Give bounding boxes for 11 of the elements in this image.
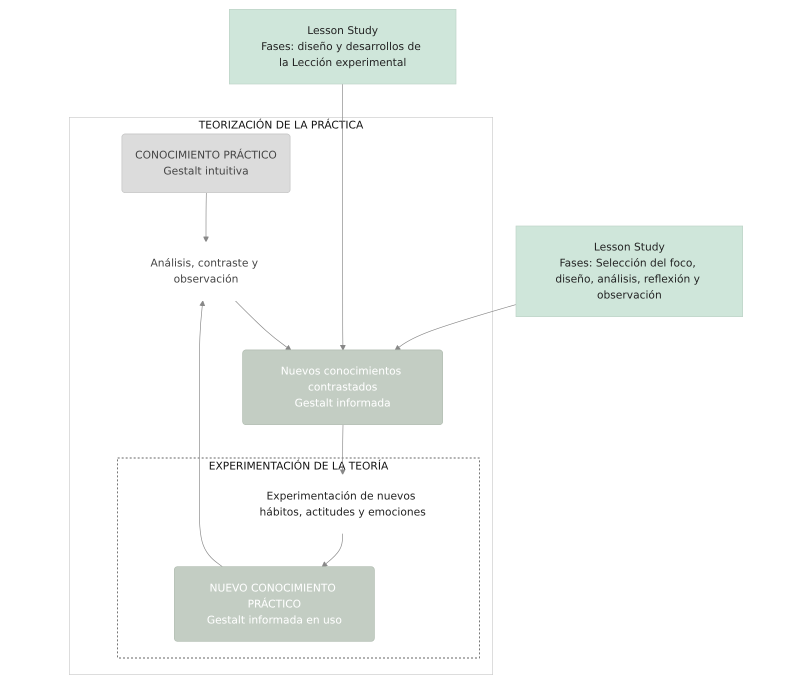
- arrow: [394, 304, 516, 351]
- node-box: Lesson Study Fases: Selección del foco, diseño, análisis, reflexión y observación: [516, 226, 743, 317]
- node-text: Experimentación de nuevos hábitos, actitudes y emociones: [260, 489, 426, 518]
- arrow: [203, 192, 209, 242]
- arrow: [340, 424, 346, 475]
- node-text: Análisis, contraste y observación: [150, 256, 258, 286]
- arrow: [199, 300, 224, 568]
- arrow: [340, 84, 346, 351]
- arrow: [322, 533, 343, 568]
- arrow: [234, 300, 292, 351]
- node-box: Lesson Study Fases: diseño y desarrollos de la Lección experimental: [229, 9, 456, 84]
